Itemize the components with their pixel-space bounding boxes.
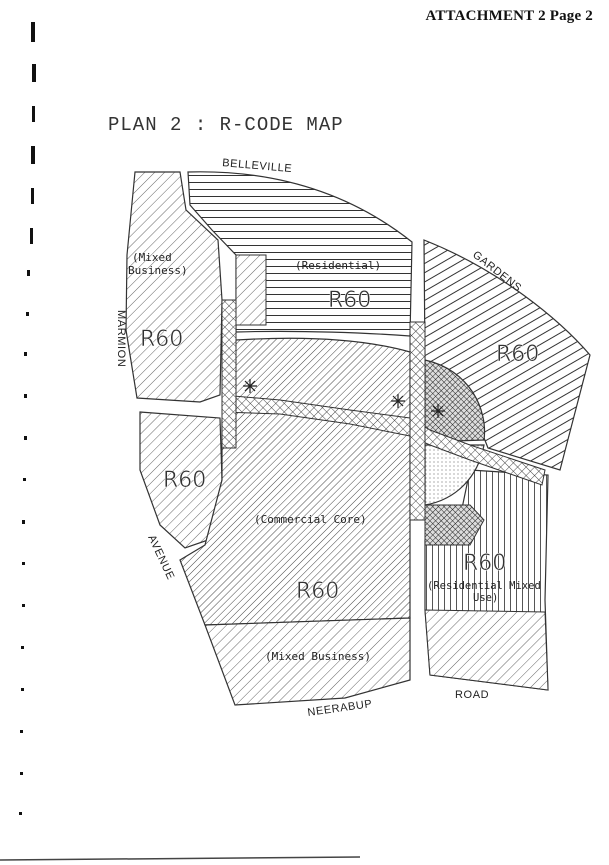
bottom-edge-line: [0, 856, 361, 861]
r-code-nw: R60: [140, 327, 183, 352]
r-code-west: R60: [163, 468, 206, 493]
attachment-header: ATTACHMENT 2 Page 2: [425, 8, 593, 24]
road-label-marmion: MARMION: [115, 310, 127, 367]
r-code-north: R60: [328, 288, 371, 313]
road-label-road: ROAD: [455, 689, 489, 701]
zone-label-mixed-business-nw-1: (Mixed: [132, 251, 172, 264]
road-label-avenue: AVENUE: [145, 533, 176, 582]
zone-mixed-business-south: [204, 617, 411, 706]
zone-label-mixed-business-south: (Mixed Business): [265, 650, 371, 663]
pedestrian-path-west: [221, 299, 237, 449]
r-code-ne: R60: [496, 342, 539, 367]
pedestrian-path-north-south: [409, 321, 426, 521]
zone-mixed-business-nw: [125, 171, 223, 403]
road-label-belleville: BELLEVILLE: [222, 157, 293, 175]
zone-label-commercial-core: (Commercial Core): [254, 513, 367, 526]
binding-marks: [19, 22, 36, 815]
plan-title: PLAN 2 : R-CODE MAP: [108, 114, 344, 136]
zone-west: [139, 411, 223, 549]
zone-inset-west: [235, 254, 267, 326]
zone-label-residential-mixed-1: (Residential Mixed: [427, 580, 541, 592]
zone-label-mixed-business-nw-2: Business): [128, 264, 188, 277]
hatched-square-se: [424, 504, 485, 546]
zone-se-diagonal: [424, 609, 549, 691]
marker-stars: [243, 379, 445, 418]
r-code-se: R60: [463, 551, 506, 576]
zone-label-residential-mixed-2: Use): [473, 592, 498, 604]
zone-label-residential: (Residential): [295, 259, 381, 272]
pedestrian-path-east-west: [221, 394, 546, 486]
r-code-south: R60: [296, 579, 339, 604]
road-label-neerabup: NEERABUP: [307, 698, 373, 719]
roundabout: [424, 359, 486, 443]
